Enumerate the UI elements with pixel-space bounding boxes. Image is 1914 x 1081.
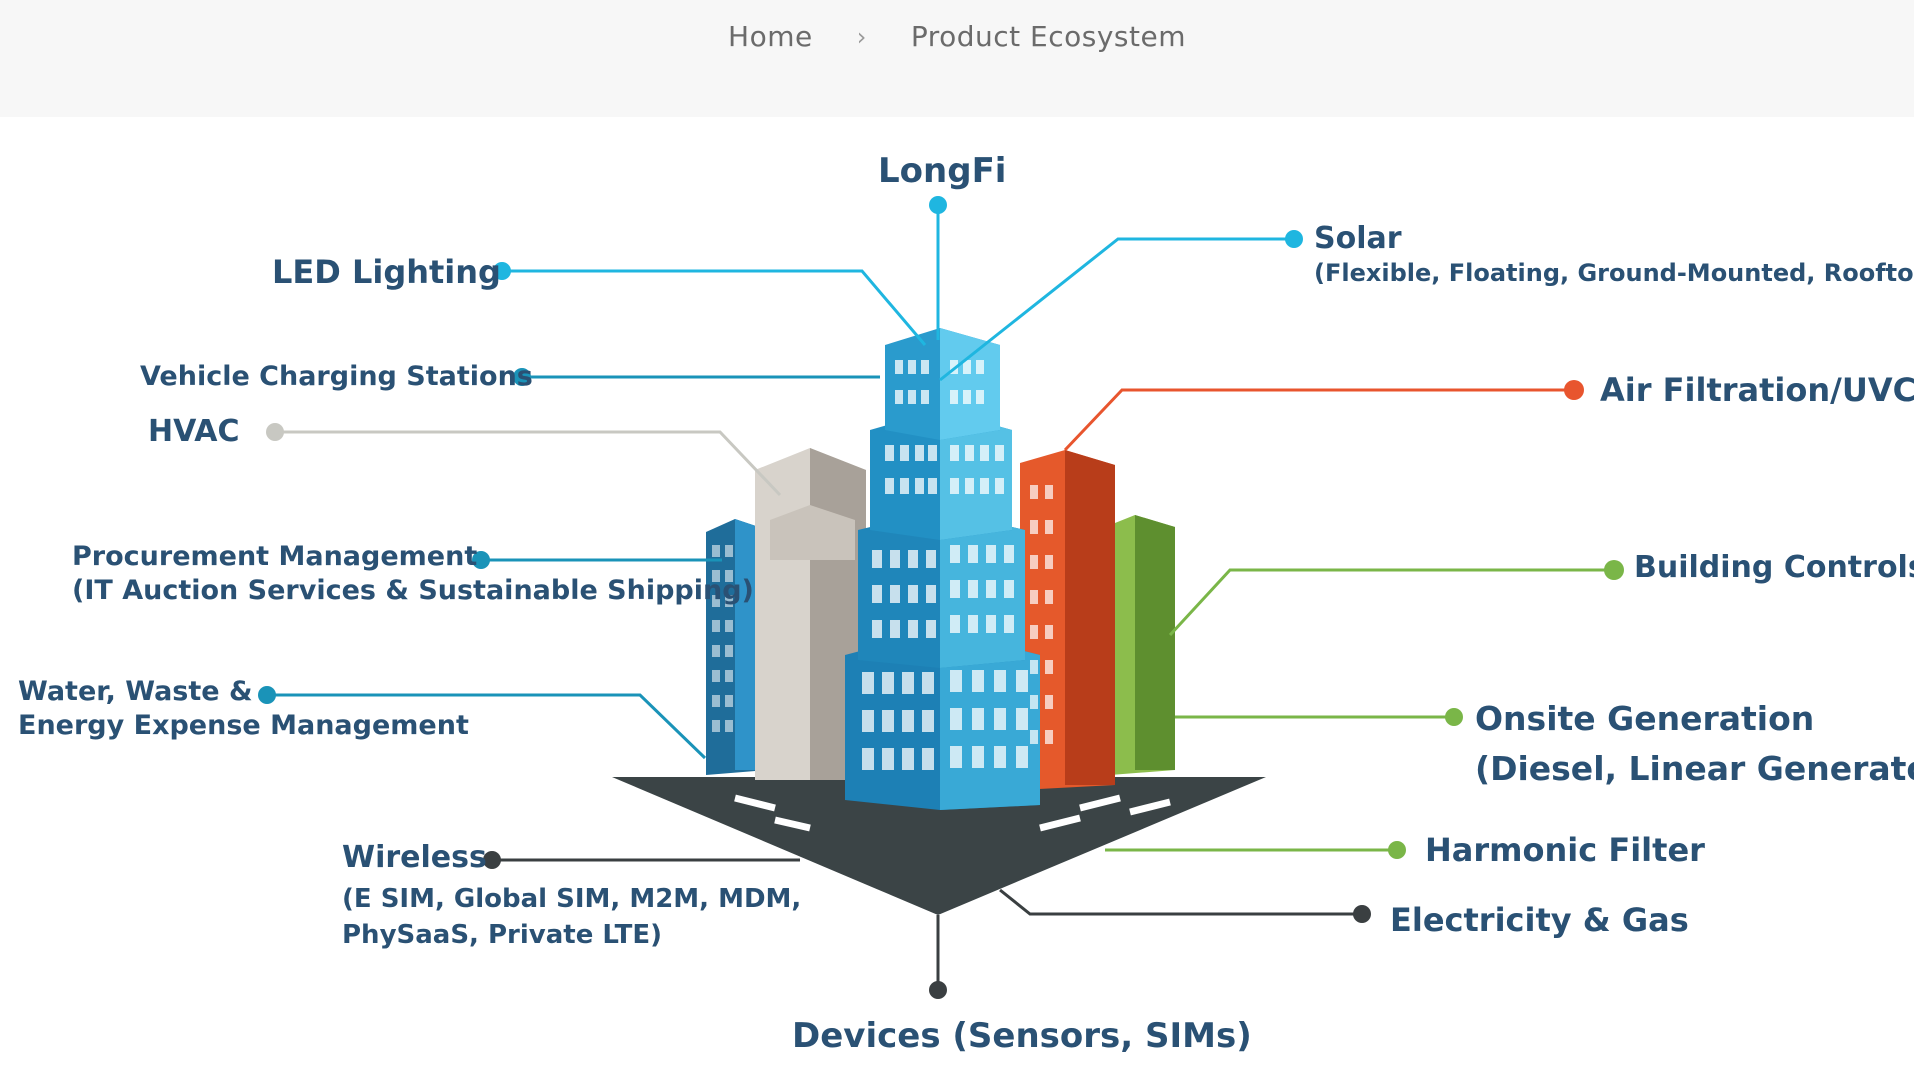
harmonic-filter-dot [1388,841,1406,859]
central-tower [845,328,1040,810]
label-solar: Solar (Flexible, Floating, Ground-Mounte… [1314,220,1914,288]
label-longfi: LongFi [878,151,1007,191]
connector-lines [267,205,1614,990]
page-header: Home › Product Ecosystem [0,0,1914,117]
label-electricity-gas: Electricity & Gas [1390,901,1689,939]
hvac-dot [266,423,284,441]
label-water-waste-line2: Energy Expense Management [18,709,469,741]
label-procurement: Procurement Management (IT Auction Servi… [72,540,754,608]
orange-building [1020,450,1115,790]
road-ground [612,777,1266,915]
orange-building-windows [1030,485,1053,744]
solar-dot [1285,230,1303,248]
chevron-right-icon: › [856,22,867,51]
wireless-dot [483,851,501,869]
label-air-filtration: Air Filtration/UVC [1600,371,1914,409]
label-procurement-title: Procurement Management [72,541,478,572]
label-wireless-subtitle-2: PhySaaS, Private LTE) [342,920,663,950]
procurement-dot [472,551,490,569]
breadcrumb-home-link[interactable]: Home [728,20,813,53]
tower-windows [862,360,1028,770]
label-procurement-subtitle: (IT Auction Services & Sustainable Shipp… [72,574,754,606]
building-controls-dot [1604,560,1624,580]
label-water-waste-line1: Water, Waste & [18,676,253,707]
endpoint-dots [258,196,1624,999]
breadcrumb: Home › Product Ecosystem [0,20,1914,53]
vehicle-charging-dot [513,368,531,386]
label-water-waste: Water, Waste & Energy Expense Management [18,675,469,743]
label-building-controls: Building Controls [1634,550,1914,585]
label-onsite-subtitle: (Diesel, Linear Generators) [1475,748,1914,788]
electricity-gas-dot [1353,905,1371,923]
product-ecosystem-diagram: LongFi Solar (Flexible, Floating, Ground… [0,117,1914,1081]
label-harmonic-filter: Harmonic Filter [1425,831,1705,869]
label-vehicle-charging: Vehicle Charging Stations [140,361,533,392]
green-building [1110,515,1175,775]
label-hvac: HVAC [148,414,240,449]
onsite-generation-dot [1445,708,1463,726]
label-devices: Devices (Sensors, SIMs) [792,1016,1252,1056]
label-led-lighting: LED Lighting [272,253,501,291]
longfi-dot [929,196,947,214]
air-filtration-dot [1564,380,1584,400]
label-wireless-subtitle-1: (E SIM, Global SIM, M2M, MDM, [342,883,802,914]
devices-dot [929,981,947,999]
label-wireless: Wireless (E SIM, Global SIM, M2M, MDM, P… [342,839,801,952]
label-onsite-title: Onsite Generation [1475,699,1815,738]
label-onsite-generation: Onsite Generation (Diesel, Linear Genera… [1475,694,1914,793]
ecosystem-illustration [258,196,1624,999]
building-windows [712,545,733,732]
breadcrumb-current: Product Ecosystem [910,20,1186,53]
label-solar-subtitle: (Flexible, Floating, Ground-Mounted, Roo… [1314,258,1914,287]
road-markings [734,794,1171,832]
water-waste-dot [258,686,276,704]
label-wireless-title: Wireless [342,840,487,875]
led-lighting-dot [493,262,511,280]
label-solar-title: Solar [1314,221,1402,256]
